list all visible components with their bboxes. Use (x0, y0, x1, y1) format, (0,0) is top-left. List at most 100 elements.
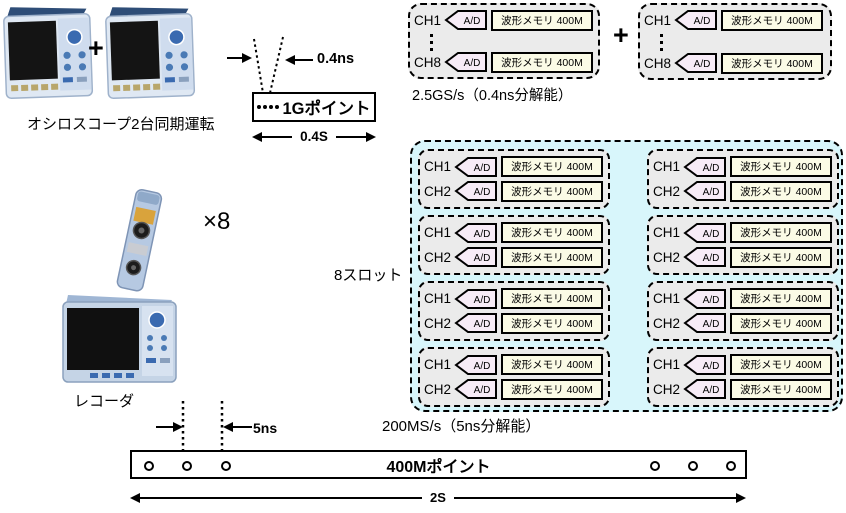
channel-label: CH1 (644, 12, 672, 28)
svg-text:A/D: A/D (703, 295, 720, 306)
module-multiplier-label: ×8 (203, 208, 231, 235)
channel-row: CH1 A/D 波形メモリ 400M (414, 9, 594, 31)
channel-label: CH1 (414, 12, 442, 28)
channel-label: CH2 (424, 315, 452, 331)
svg-text:A/D: A/D (474, 163, 491, 174)
channel-label: CH2 (653, 249, 681, 265)
channel-label: CH2 (653, 381, 681, 397)
channel-label: CH2 (424, 183, 452, 199)
ad-converter-icon: A/D (454, 156, 498, 177)
waveform-memory: 波形メモリ 400M (501, 288, 604, 310)
plus-sign-systems: + (613, 20, 629, 50)
channel-label: CH1 (653, 225, 681, 241)
svg-text:A/D: A/D (464, 58, 481, 69)
svg-text:A/D: A/D (474, 385, 491, 396)
channel-label: CH1 (424, 225, 452, 241)
channel-label: CH1 (424, 291, 452, 307)
svg-text:A/D: A/D (474, 361, 491, 372)
record-duration-arrow-bottom: 2S (130, 490, 746, 505)
channel-label: CH8 (414, 54, 442, 70)
channel-label: CH1 (653, 291, 681, 307)
channel-row: CH1 A/D 波形メモリ 400M (653, 288, 833, 310)
sample-point-icon (726, 461, 736, 471)
waveform-memory: 波形メモリ 400M (501, 246, 604, 268)
svg-text:A/D: A/D (703, 361, 720, 372)
ad-converter-icon: A/D (683, 156, 727, 177)
sample-point-icon (688, 461, 698, 471)
scope-system-box-1: CH1 A/D 波形メモリ 400M CH8 A/D 波形メモリ 400M (408, 3, 600, 79)
waveform-memory: 波形メモリ 400M (730, 180, 833, 202)
ad-converter-icon: A/D (683, 247, 727, 268)
memory-points-top-label: 1Gポイント (282, 100, 371, 118)
svg-text:A/D: A/D (694, 16, 711, 27)
oscilloscope-photo-1 (3, 7, 94, 100)
channel-label: CH1 (653, 357, 681, 373)
ad-converter-icon: A/D (683, 288, 727, 309)
waveform-memory: 波形メモリ 400M (730, 288, 833, 310)
svg-text:A/D: A/D (474, 319, 491, 330)
memory-points-bottom-label: 400Mポイント (386, 458, 491, 476)
waveform-memory: 波形メモリ 400M (730, 156, 833, 178)
sample-point-icon (182, 461, 192, 471)
ad-converter-icon: A/D (683, 379, 727, 400)
arrowhead-left-icon (252, 131, 262, 142)
waveform-memory: 波形メモリ 400M (491, 9, 594, 31)
waveform-memory: 波形メモリ 400M (501, 354, 604, 376)
sample-interval-graphic-bottom (156, 401, 252, 453)
waveform-memory: 波形メモリ 400M (501, 156, 604, 178)
channel-label: CH2 (424, 249, 452, 265)
ad-converter-icon: A/D (683, 313, 727, 334)
ad-converter-icon: A/D (444, 10, 488, 30)
sample-interval-top-label: 0.4ns (317, 51, 355, 67)
slots-caption: 8スロット (334, 267, 403, 284)
ad-converter-icon: A/D (444, 52, 488, 72)
ad-converter-icon: A/D (454, 222, 498, 243)
waveform-memory: 波形メモリ 400M (721, 9, 824, 31)
waveform-memory: 波形メモリ 400M (721, 52, 824, 74)
channel-label: CH8 (644, 55, 672, 71)
channel-label: CH2 (653, 315, 681, 331)
recorder-photo (62, 295, 177, 383)
channel-label: CH2 (424, 381, 452, 397)
ad-converter-icon: A/D (454, 354, 498, 375)
sample-point-icon (650, 461, 660, 471)
ad-converter-icon: A/D (683, 181, 727, 202)
ad-converter-icon: A/D (454, 247, 498, 268)
channel-label: CH1 (424, 159, 452, 175)
memory-points-box-bottom: 400Mポイント (130, 450, 747, 479)
ad-converter-icon: A/D (674, 10, 718, 30)
channel-row: CH8 A/D 波形メモリ 400M (414, 51, 594, 73)
channel-row: CH8 A/D 波形メモリ 400M (644, 52, 824, 74)
module-photo (116, 189, 163, 292)
svg-text:A/D: A/D (703, 319, 720, 330)
svg-text:A/D: A/D (474, 187, 491, 198)
waveform-memory: 波形メモリ 400M (491, 51, 594, 73)
ad-converter-icon: A/D (454, 181, 498, 202)
svg-text:A/D: A/D (703, 163, 720, 174)
svg-text:A/D: A/D (694, 59, 711, 70)
waveform-memory: 波形メモリ 400M (501, 378, 604, 400)
record-duration-arrow-top: 0.4S (252, 129, 376, 144)
sample-point-icon (221, 461, 231, 471)
ad-converter-icon: A/D (454, 313, 498, 334)
channel-label: CH2 (653, 183, 681, 199)
recorder-caption: レコーダ (74, 393, 135, 410)
sample-dots-icon (257, 105, 280, 109)
plus-sign-scopes: + (88, 33, 104, 63)
